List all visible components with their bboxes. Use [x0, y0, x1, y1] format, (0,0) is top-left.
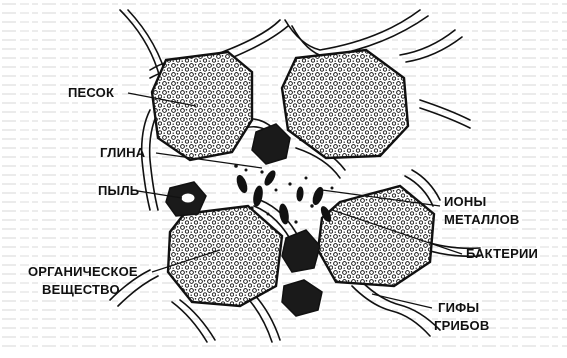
label-bacteria: БАКТЕРИИ — [466, 246, 538, 262]
label-hyphae-line1: ГИФЫ — [438, 300, 479, 316]
dust-particle — [182, 194, 194, 202]
label-metal-ions-line2: МЕТАЛЛОВ — [444, 212, 520, 228]
label-hyphae-line2: ГРИБОВ — [434, 318, 489, 334]
sand-grain-bottom-left — [168, 206, 282, 306]
label-clay: ГЛИНА — [100, 145, 145, 161]
sand-grain-top-left — [152, 52, 252, 160]
label-sand: ПЕСОК — [68, 85, 114, 101]
label-metal-ions-line1: ИОНЫ — [444, 194, 486, 210]
label-dust: ПЫЛЬ — [98, 183, 139, 199]
label-organic-line2: ВЕЩЕСТВО — [42, 282, 120, 298]
label-organic-line1: ОРГАНИЧЕСКОЕ — [28, 264, 138, 280]
